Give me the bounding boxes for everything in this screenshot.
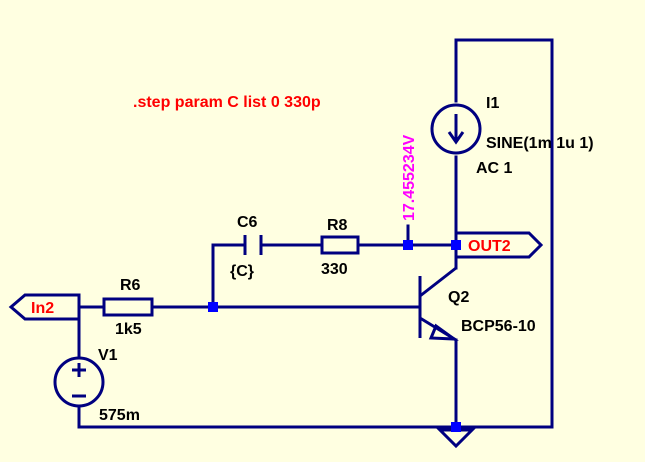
resistor-r6[interactable] [102,297,154,317]
node-voltage-probe: 17.455234V [401,134,418,221]
out-net-label: OUT2 [468,238,511,255]
v1-body [53,356,105,408]
c6-value: {C} [230,263,254,280]
v1-name: V1 [98,347,118,364]
i1-arrow-head-icon [447,131,465,145]
current-source-i1[interactable] [430,103,482,155]
c6-name: C6 [237,214,258,231]
node-ground [451,422,461,432]
q2-model: BCP56-10 [461,318,536,335]
r8-value: 330 [321,261,348,278]
node-feedback [208,302,218,312]
q2-emitter-arrow-icon [428,323,459,341]
i1-value: SINE(1m 1u 1) [486,135,594,152]
node-probe [403,240,413,250]
in-port-flag-icon [8,293,81,321]
r8-name: R8 [327,217,348,234]
i1-name: I1 [486,95,499,112]
net-label-out[interactable]: OUT2 [454,231,544,259]
i1-ac: AC 1 [476,160,513,177]
out-port-flag-icon [454,231,544,259]
in-net-label: In2 [31,300,54,317]
i1-body [430,103,482,155]
v1-value: 575m [99,407,140,424]
spice-directive[interactable]: .step param C list 0 330p [133,94,321,111]
node-out [451,240,461,250]
capacitor-c6[interactable] [243,235,263,255]
transistor-q2[interactable] [418,266,459,342]
voltage-source-v1[interactable] [53,356,105,408]
q2-name: Q2 [448,289,469,306]
resistor-r8[interactable] [320,235,360,255]
q2-collector-leg [419,266,457,298]
ground-icon [436,428,476,449]
r6-value: 1k5 [115,321,142,338]
net-label-in[interactable]: In2 [8,293,81,321]
junction-nodes [208,240,461,432]
r6-name: R6 [120,277,141,294]
